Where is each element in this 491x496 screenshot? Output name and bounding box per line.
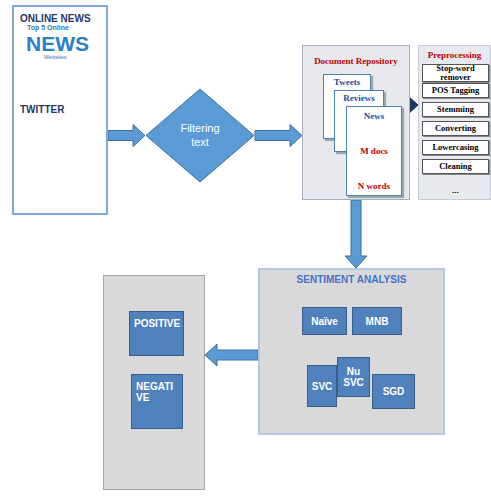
analysis-panel: SENTIMENT ANALYSIS Naïve MNB SVC Nu SVC SGD (258, 268, 445, 435)
repository-panel: Document RepositoryTweetsReviewsNews M do… (302, 45, 410, 200)
classifier-box: MNB (352, 307, 402, 335)
block-arrow (255, 125, 302, 147)
classifier-box: SVC (307, 365, 337, 407)
node-text: N words (350, 181, 398, 191)
document-page: News M docs N words (346, 106, 402, 196)
node-text: POSITIVE (134, 318, 180, 329)
node-text: TWITTER (20, 104, 64, 115)
node-text: MNB (366, 316, 389, 327)
block-arrow (108, 125, 145, 147)
node-text: NEGATIVE (136, 381, 178, 403)
node-text: Stop-word remover (424, 64, 487, 82)
block-arrow (345, 200, 367, 268)
node-text: Naïve (311, 316, 338, 327)
node-text: Cleaning (439, 162, 472, 171)
output-panel: POSITIVE NEGATIVE (103, 275, 205, 490)
node-text: Document Repository (307, 56, 405, 66)
node-text: SENTIMENT ANALYSIS (260, 274, 443, 285)
node-text: Reviews (338, 93, 380, 103)
node-text: POS Tagging (432, 86, 479, 95)
step-box: Stop-word remover (422, 64, 489, 82)
node-text: Lowercasing (432, 143, 478, 152)
node-text: Nu SVC (340, 366, 367, 388)
node-text: Converting (435, 124, 476, 133)
node-text: SGD (383, 386, 405, 397)
node-text: Filtering text (173, 122, 227, 148)
node-text: SVC (312, 381, 333, 392)
preprocessing-panel: PreprocessingStop-word removerPOS Taggin… (418, 45, 491, 200)
ellipsis-note: ... (452, 186, 459, 195)
classifier-box: SGD (372, 374, 415, 409)
result-box: NEGATIVE (131, 374, 183, 429)
step-box: Cleaning (422, 159, 489, 174)
node-text: ONLINE NEWS (20, 13, 91, 24)
block-arrow (205, 344, 258, 366)
node-text: Stemming (437, 105, 474, 114)
step-box: POS Tagging (422, 83, 489, 98)
logo-text: NEWS (26, 32, 89, 56)
step-box: Stemming (422, 102, 489, 117)
step-box: Converting (422, 121, 489, 136)
decision-diamond: Filtering text (145, 88, 255, 183)
logo-text: Top 5 Online (27, 24, 69, 31)
node-text: News (350, 111, 398, 121)
classifier-box: Nu SVC (337, 357, 370, 397)
node-text: Preprocessing (421, 50, 488, 60)
logo-text: Websites (44, 54, 67, 60)
classifier-box: Naïve (302, 307, 347, 335)
node-text: M docs (350, 146, 398, 156)
step-box: Lowercasing (422, 140, 489, 155)
result-box: POSITIVE (129, 311, 184, 356)
node-text: Tweets (327, 77, 367, 87)
